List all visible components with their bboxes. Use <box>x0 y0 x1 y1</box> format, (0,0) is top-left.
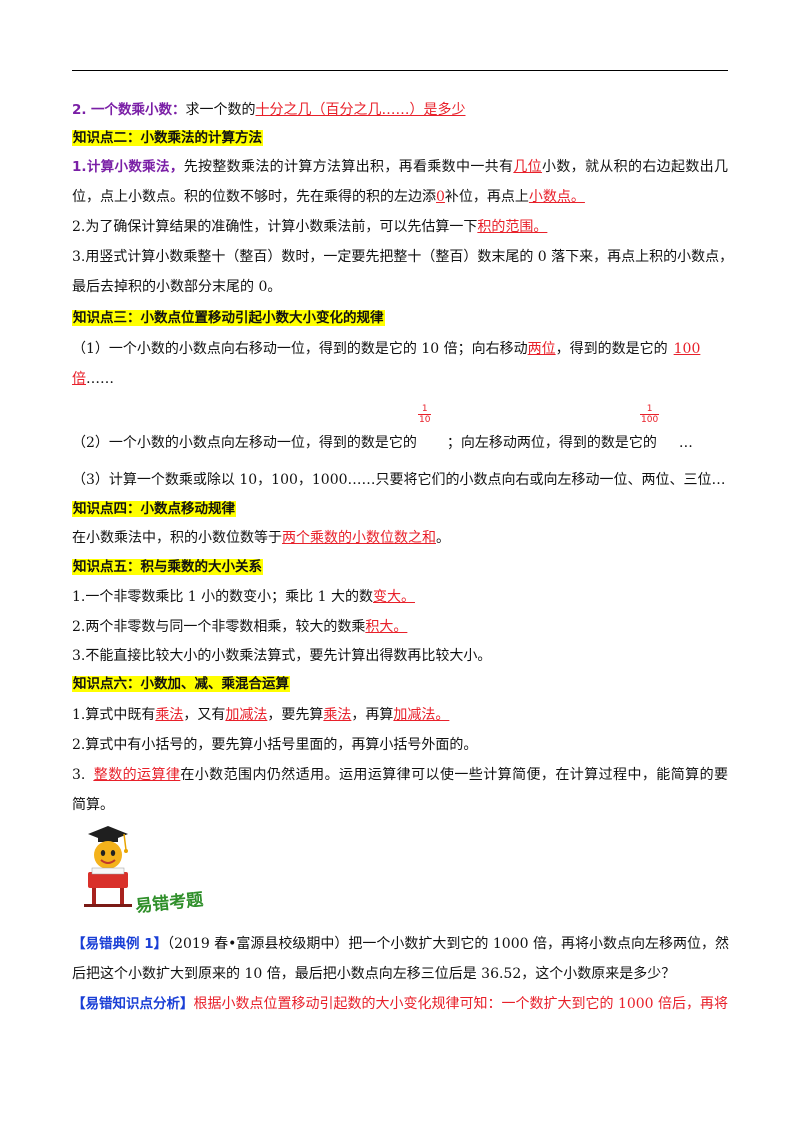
graduate-mascot-icon: 易错考题 <box>84 826 205 917</box>
k6-heading: 知识点六：小数加、减、乘混合运算 <box>72 676 290 692</box>
k3-l2-text-c: … <box>678 435 693 451</box>
analysis-line: 【易错知识点分析】根据小数点位置移动引起数的大小变化规律可知：一个数扩大到它的 … <box>72 994 728 1014</box>
section-2-title: 一个数乘小数： <box>90 102 186 118</box>
k2-p1-line2: 位，点上小数点。积的位数不够时，先在乘得的积的左边添0补位，再点上小数点。 <box>72 187 585 207</box>
k2-p2-text: 2.为了确保计算结果的准确性，计算小数乘法前，可以先估算一下 <box>72 219 478 235</box>
k3-l1-text-c: …… <box>86 371 114 387</box>
k4-l1-answer: 两个乘数的小数位数之和 <box>282 530 436 546</box>
k6-l2-line: 2.算式中有小括号的，要先算小括号里面的，再算小括号外面的。 <box>72 737 478 753</box>
fraction-one-hundredth-denominator: 100 <box>641 415 659 425</box>
fraction-one-hundredth-numerator: 1 <box>640 404 660 415</box>
k6-l1-text-a: 1.算式中既有 <box>72 707 156 723</box>
k3-l1-answer-1: 两位 <box>527 341 556 357</box>
k3-heading-line: 知识点三：小数点位置移动引起小数大小变化的规律 <box>72 308 385 328</box>
k2-heading: 知识点二：小数乘法的计算方法 <box>72 130 263 146</box>
k2-p1-answer-3: 小数点。 <box>528 189 585 205</box>
k3-l1-answer-3: 倍 <box>72 371 86 387</box>
k2-p1-line1: 1.计算小数乘法，先按整数乘法的计算方法算出积，再看乘数中一共有几位小数，就从积… <box>72 157 728 177</box>
k5-l1-text: 1.一个非零数乘比 1 小的数变小；乘比 1 大的数 <box>72 589 373 605</box>
k4-heading-line: 知识点四：小数点移动规律 <box>72 499 236 519</box>
k2-heading-line: 知识点二：小数乘法的计算方法 <box>72 128 263 148</box>
section-2-text: 求一个数的 <box>185 102 256 118</box>
k5-heading: 知识点五：积与乘数的大小关系 <box>72 559 263 575</box>
analysis-tag: 【易错知识点分析】 <box>72 996 194 1012</box>
k2-p1-text-a: 先按整数乘法的计算方法算出积，再看乘数中一共有 <box>183 159 514 175</box>
fraction-one-tenth: 1 10 <box>418 404 432 425</box>
k3-l1-line1: （1）一个小数的小数点向右移动一位，得到的数是它的 10 倍；向右移动两位，得到… <box>72 339 700 359</box>
k2-p2-answer: 积的范围。 <box>477 219 548 235</box>
analysis-text: 根据小数点位置移动引起数的大小变化规律可知：一个数扩大到它的 1000 倍后，再… <box>193 996 729 1012</box>
k6-l1-line: 1.算式中既有乘法，又有加减法，要先算乘法，再算加减法。 <box>72 705 449 725</box>
section-2-line: 2. 一个数乘小数：求一个数的十分之几（百分之几……）是多少 <box>72 100 465 120</box>
k6-l3-text-a: 在小数范围内仍然适用。运用运算律可以使一些计算简便，在计算过程中，能简算的要 <box>180 767 729 783</box>
k5-l1-line: 1.一个非零数乘比 1 小的数变小；乘比 1 大的数变大。 <box>72 587 415 607</box>
example-tag: 【易错典例 1】 <box>72 936 168 952</box>
k6-l3-line1: 3. 整数的运算律在小数范围内仍然适用。运用运算律可以使一些计算简便，在计算过程中… <box>72 765 728 785</box>
example-text-a: （2019 春•富源县校级期中）把一个小数扩大到它的 1000 倍，再将小数点向… <box>167 936 729 952</box>
k5-l2-answer: 积大。 <box>365 619 408 635</box>
example-line2: 后把这个小数扩大到原来的 10 倍，最后把小数点向左移三位后是 36.52，这个… <box>72 966 676 982</box>
section-2-answer: 十分之几（百分之几……）是多少 <box>255 102 466 118</box>
k3-l1-text-b: ，得到的数是它的 <box>555 341 668 357</box>
k3-l3-line: （3）计算一个数乘或除以 10，100，1000……只要将它们的小数点向右或向左… <box>72 472 726 488</box>
fraction-one-tenth-numerator: 1 <box>418 404 432 415</box>
k6-l1-answer-4: 加减法。 <box>393 707 450 723</box>
k6-heading-line: 知识点六：小数加、减、乘混合运算 <box>72 674 290 694</box>
k6-l1-answer-1: 乘法 <box>155 707 184 723</box>
k3-l2-text-a: （2）一个小数的小数点向左移动一位，得到的数是它的 <box>72 435 417 451</box>
k6-l1-text-c: ，要先算 <box>267 707 324 723</box>
k4-l1-text-b: 。 <box>436 530 450 546</box>
k2-p1-text-c: 位，点上小数点。积的位数不够时，先在乘得的积的左边添 <box>72 189 436 205</box>
k2-p1-text-b: 小数，就从积的右边起数出几 <box>542 159 729 175</box>
k3-l2-text-b: ；向左移动两位，得到的数是它的 <box>446 435 657 451</box>
k6-l1-answer-2: 加减法 <box>225 707 268 723</box>
k6-l1-answer-3: 乘法 <box>323 707 352 723</box>
k2-p3-line2: 最后去掉积的小数部分末尾的 0。 <box>72 279 282 295</box>
k5-l3-line: 3.不能直接比较大小的小数乘法算式，要先计算出得数再比较大小。 <box>72 648 492 664</box>
k4-heading: 知识点四：小数点移动规律 <box>72 501 236 517</box>
example-line1: 【易错典例 1】（2019 春•富源县校级期中）把一个小数扩大到它的 1000 … <box>72 934 729 954</box>
k2-p1-answer-2: 0 <box>436 189 445 205</box>
k5-heading-line: 知识点五：积与乘数的大小关系 <box>72 557 263 577</box>
header-rule <box>72 70 728 71</box>
k2-p3-line1: 3.用竖式计算小数乘整十（整百）数时，一定要先把整十（整百）数末尾的 0 落下来… <box>72 249 734 265</box>
k6-l3-number: 3. <box>72 767 86 783</box>
k5-l1-answer: 变大。 <box>372 589 415 605</box>
k6-l3-line2: 简算。 <box>72 797 114 813</box>
k5-l2-line: 2.两个非零数与同一个非零数相乘，较大的数乘积大。 <box>72 617 407 637</box>
k2-p2-line: 2.为了确保计算结果的准确性，计算小数乘法前，可以先估算一下积的范围。 <box>72 217 547 237</box>
k3-l1-line2: 倍…… <box>72 369 114 389</box>
section-2-number: 2. <box>72 102 87 118</box>
fraction-one-hundredth: 1 100 <box>640 404 660 425</box>
k3-l2-line: （2）一个小数的小数点向左移动一位，得到的数是它的 ；向左移动两位，得到的数是它的… <box>72 433 693 453</box>
k3-heading: 知识点三：小数点位置移动引起小数大小变化的规律 <box>72 310 385 326</box>
k4-l1-text-a: 在小数乘法中，积的小数位数等于 <box>72 530 282 546</box>
k6-l1-text-b: ，又有 <box>183 707 226 723</box>
k6-l1-text-d: ，再算 <box>351 707 394 723</box>
k5-l2-text: 2.两个非零数与同一个非零数相乘，较大的数乘 <box>72 619 366 635</box>
mascot-caption: 易错考题 <box>134 889 205 917</box>
k3-l1-text-a: （1）一个小数的小数点向右移动一位，得到的数是它的 10 倍；向右移动 <box>72 341 528 357</box>
k2-p1-text-d: 补位，再点上 <box>444 189 529 205</box>
k3-l1-answer-2: 100 <box>673 341 701 357</box>
k4-l1-line: 在小数乘法中，积的小数位数等于两个乘数的小数位数之和。 <box>72 528 450 548</box>
fraction-one-tenth-denominator: 10 <box>419 415 431 425</box>
k2-p1-lead: 1.计算小数乘法， <box>72 159 184 175</box>
k2-p1-answer-1: 几位 <box>513 159 543 175</box>
k6-l3-answer: 整数的运算律 <box>93 767 181 783</box>
